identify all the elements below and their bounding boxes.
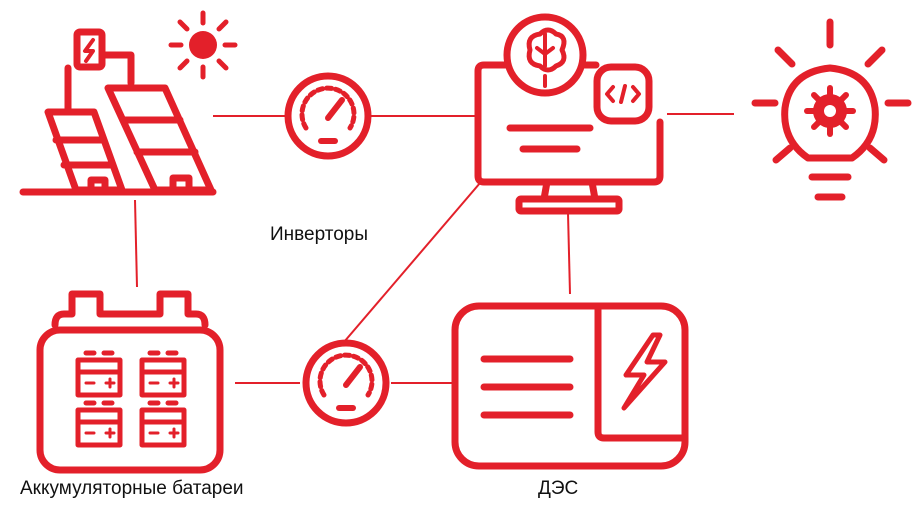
connector-computer-des — [567, 212, 571, 295]
connector-lines — [134, 113, 734, 384]
computer-monitor-icon — [474, 13, 664, 215]
batteries-label: Аккумуляторные батареи — [20, 478, 244, 499]
lightbulb-gear-icon — [751, 18, 912, 201]
battery-bank-icon — [36, 290, 224, 474]
diesel-station-icon — [451, 302, 689, 470]
inverters-label: Инверторы — [270, 224, 369, 245]
solar-panels-icon — [19, 28, 217, 196]
inverter-top-gauge-icon — [284, 72, 372, 160]
connector-solar-battery — [134, 199, 138, 288]
connector-computer-inverter — [343, 182, 481, 343]
sun-icon — [168, 10, 238, 80]
diesel-station-label: ДЭС — [538, 478, 579, 499]
inverter-bottom-gauge-icon — [302, 339, 390, 427]
